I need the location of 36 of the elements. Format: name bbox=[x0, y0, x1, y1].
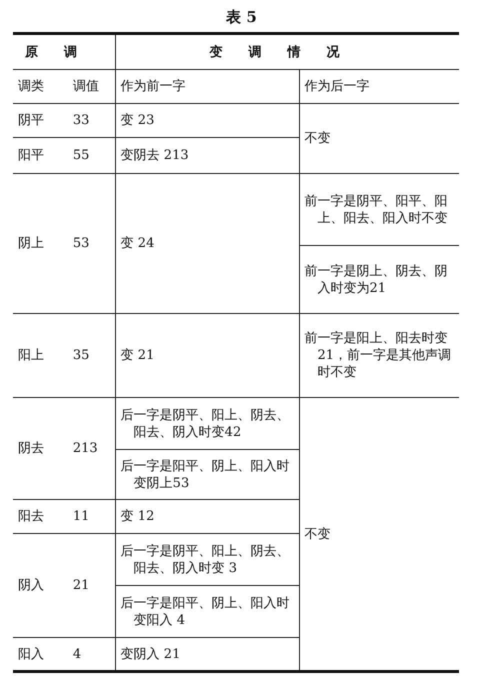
table-text: 后一字是阴平、阳上、阴去、阳去、阴入时变42 bbox=[115, 398, 299, 450]
table-text: 变 24 bbox=[115, 174, 299, 314]
table-text: 变 23 bbox=[115, 104, 299, 138]
table-text: 不变 bbox=[299, 104, 459, 174]
tone-value: 213 bbox=[68, 398, 116, 500]
tone-value: 53 bbox=[68, 174, 116, 314]
column-subheader: 调值 bbox=[68, 70, 116, 104]
tone-name: 阴入 bbox=[13, 534, 68, 638]
table-title: 表 5 bbox=[225, 7, 258, 28]
table-text: 前一字是阴平、阳平、阳上、阳去、阳入时不变 bbox=[299, 174, 459, 246]
table-text: 后一字是阳平、阴上、阳入时变阳入 4 bbox=[115, 586, 299, 638]
tone-name: 阳去 bbox=[13, 500, 68, 534]
column-subheader: 作为后一字 bbox=[299, 70, 459, 104]
table-text: 变 12 bbox=[115, 500, 299, 534]
column-subheader: 调类 bbox=[13, 70, 68, 104]
column-header: 变调情况 bbox=[115, 34, 459, 70]
column-subheader: 作为前一字 bbox=[115, 70, 299, 104]
tone-value: 21 bbox=[68, 534, 116, 638]
column-header: 原调 bbox=[13, 34, 116, 70]
tone-name: 阳入 bbox=[13, 638, 68, 672]
tone-name: 阴平 bbox=[13, 104, 68, 138]
tone-name: 阳上 bbox=[13, 314, 68, 398]
table-text: 后一字是阴平、阳上、阴去、阳去、阴入时变 3 bbox=[115, 534, 299, 586]
tone-value: 4 bbox=[68, 638, 116, 672]
tone-value: 55 bbox=[68, 138, 116, 174]
tone-value: 33 bbox=[68, 104, 116, 138]
tone-name: 阴上 bbox=[13, 174, 68, 314]
table-text: 前一字是阴上、阴去、阴入时变为21 bbox=[299, 246, 459, 314]
tone-name: 阳平 bbox=[13, 138, 68, 174]
tone-value: 11 bbox=[68, 500, 116, 534]
table-text: 变 21 bbox=[115, 314, 299, 398]
table-text: 变阴去 213 bbox=[115, 138, 299, 174]
table-text: 后一字是阳平、阴上、阳入时变阴上53 bbox=[115, 450, 299, 500]
table-text: 前一字是阳上、阳去时变 21，前一字是其他声调时不变 bbox=[299, 314, 459, 398]
tone-value: 35 bbox=[68, 314, 116, 398]
tone-name: 阴去 bbox=[13, 398, 68, 500]
